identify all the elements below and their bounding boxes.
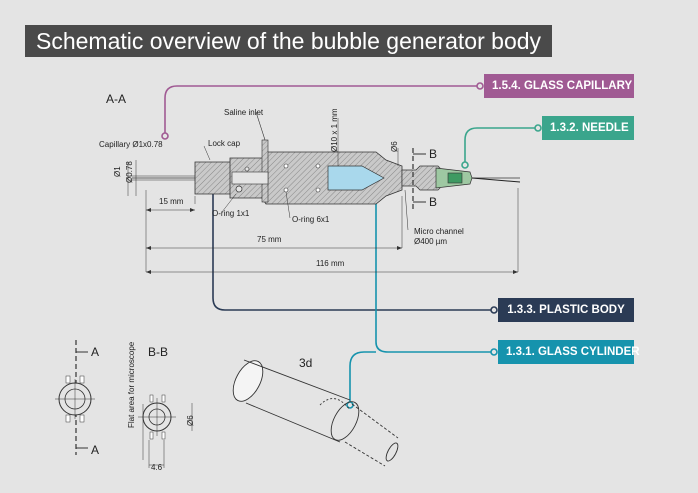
section-b-bottom-label: B	[429, 195, 438, 209]
flat-area-label: Flat area for microscope	[127, 341, 136, 428]
phi6-bb-label: Ø6	[186, 415, 195, 426]
section-b-top-label: B	[429, 147, 438, 161]
glass-cylinder-callout: 1.3.1. GLASS CYLINDER	[498, 340, 640, 364]
3d-view-label: 3d	[299, 356, 313, 370]
dim-15mm-label: 15 mm	[159, 197, 184, 206]
dim-75mm-label: 75 mm	[257, 235, 282, 244]
capillary-label: Capillary Ø1x0.78	[99, 140, 163, 149]
section-a-view	[55, 340, 95, 455]
micro-channel-label: Micro channel	[414, 227, 464, 236]
section-aa-label: A-A	[106, 92, 127, 106]
glass-capillary-callout: 1.5.4. GLASS CAPILLARY	[484, 74, 634, 98]
section-bb-view	[138, 394, 193, 468]
oring-6x1-label: O-ring 6x1	[292, 215, 330, 224]
section-a-top-label: A	[91, 345, 100, 359]
phi078-label: Ø0.78	[125, 161, 134, 183]
plastic-body-leader-line	[212, 185, 494, 311]
needle-callout: 1.3.2. NEEDLE	[542, 116, 634, 140]
lock-cap-label: Lock cap	[208, 139, 241, 148]
glass-cylinder-leader-line	[375, 185, 494, 353]
capillary-leader-line	[164, 85, 480, 136]
dim-116mm-label: 116 mm	[316, 259, 345, 268]
section-bb-label: B-B	[148, 345, 169, 359]
section-aa-drawing	[127, 111, 521, 274]
phi6-label: Ø6	[390, 141, 399, 152]
needle-leader-line	[464, 127, 538, 165]
oring-1x1-label: O-ring 1x1	[212, 209, 250, 218]
diagram-title: Schematic overview of the bubble generat…	[25, 25, 553, 57]
width-46-label: 4.6	[151, 463, 163, 472]
3d-glass-cylinder	[232, 359, 399, 467]
section-a-bottom-label: A	[91, 443, 100, 457]
micro-channel-diameter-label: Ø400 µm	[414, 237, 448, 246]
phi1-label: Ø1	[113, 166, 122, 177]
phi10-label: Ø10 x 1 mm	[330, 108, 339, 152]
plastic-body-callout: 1.3.3. PLASTIC BODY	[498, 298, 634, 322]
saline-inlet-label: Saline inlet	[224, 108, 264, 117]
